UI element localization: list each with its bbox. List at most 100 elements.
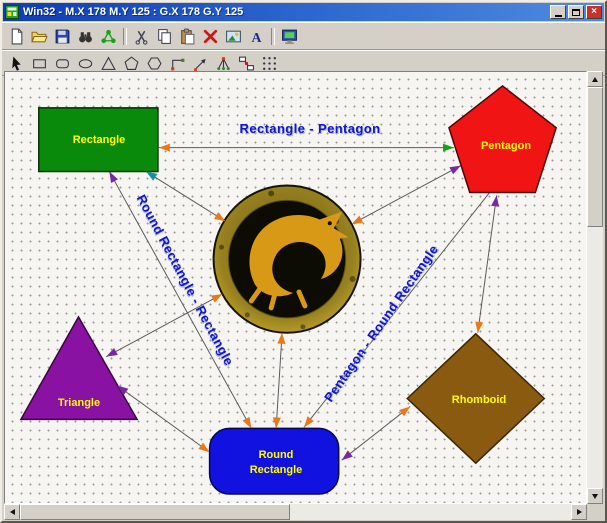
delete-button[interactable] bbox=[199, 26, 222, 47]
triangle-tool-icon bbox=[101, 56, 116, 70]
diagram-svg bbox=[19, 84, 558, 495]
horizontal-scrollbar[interactable] bbox=[4, 504, 587, 520]
picture-icon bbox=[226, 30, 241, 42]
pentagon-tool-button[interactable] bbox=[120, 53, 143, 74]
save-button[interactable] bbox=[51, 26, 74, 47]
horizontal-scroll-thumb[interactable] bbox=[20, 504, 290, 520]
arrowhead-purple bbox=[341, 450, 353, 461]
scroll-right-button[interactable] bbox=[571, 504, 587, 520]
minimize-button[interactable] bbox=[550, 5, 566, 19]
diagram-canvas[interactable]: Rectangle Pentagon Triangle Round Rectan… bbox=[4, 71, 587, 504]
connector-triangle-roundrect[interactable] bbox=[116, 385, 210, 453]
hexagon-tool-icon bbox=[147, 56, 162, 70]
pentagon-tool-icon bbox=[124, 55, 139, 70]
svg-text:A: A bbox=[252, 29, 262, 44]
link-shapes-tool-button[interactable] bbox=[235, 53, 258, 74]
grid-tool-button[interactable] bbox=[258, 53, 281, 74]
connector-rectangle-center[interactable] bbox=[145, 171, 226, 222]
dragon-head bbox=[314, 211, 349, 242]
paste-icon bbox=[181, 28, 195, 44]
arrowhead-orange bbox=[277, 332, 286, 345]
select-arrow-icon bbox=[12, 56, 21, 71]
select-tool-button[interactable] bbox=[5, 53, 28, 74]
ellipse-tool-button[interactable] bbox=[74, 53, 97, 74]
scrollbar-corner bbox=[587, 504, 603, 520]
shape-round-rectangle[interactable] bbox=[208, 427, 340, 495]
rectangle-tool-icon bbox=[33, 58, 46, 68]
find-button[interactable] bbox=[74, 26, 97, 47]
shape-pentagon[interactable] bbox=[448, 84, 558, 194]
shape-rhomboid[interactable] bbox=[406, 332, 546, 465]
connector-branch-icon bbox=[217, 56, 230, 70]
connector-arrow-icon bbox=[194, 58, 206, 71]
rounded-rectangle-tool-button[interactable] bbox=[51, 53, 74, 74]
save-icon bbox=[55, 29, 70, 43]
picture-button[interactable] bbox=[222, 26, 245, 47]
arrowhead-orange bbox=[210, 293, 223, 303]
connector-rhomboid-pentagon[interactable] bbox=[477, 195, 498, 333]
minimize-icon bbox=[554, 14, 562, 17]
arrowhead-purple bbox=[109, 171, 119, 183]
titlebar[interactable]: Win32 - M.X 178 M.Y 125 : G.X 178 G.Y 12… bbox=[3, 3, 604, 21]
connector-pentagon-roundrect[interactable] bbox=[303, 192, 491, 428]
arrowhead-teal bbox=[146, 171, 158, 181]
arrowhead-orange bbox=[475, 321, 484, 333]
arrow-left-icon bbox=[9, 509, 15, 515]
connector-elbow-icon bbox=[171, 58, 185, 70]
grid-tool-icon bbox=[263, 56, 276, 70]
arrowheads bbox=[106, 143, 500, 461]
connector-arrow-tool-button[interactable] bbox=[189, 53, 212, 74]
app-window-button[interactable] bbox=[278, 26, 301, 47]
close-button[interactable]: × bbox=[586, 5, 602, 19]
connector-elbow-tool-button[interactable] bbox=[166, 53, 189, 74]
main-toolbar: A bbox=[2, 22, 605, 50]
cut-button[interactable] bbox=[130, 26, 153, 47]
scroll-left-button[interactable] bbox=[4, 504, 20, 520]
arrowhead-purple bbox=[117, 385, 129, 396]
vertical-scrollbar[interactable] bbox=[587, 71, 603, 504]
connector-center-triangle[interactable] bbox=[106, 293, 223, 358]
arrowhead-purple bbox=[449, 165, 461, 175]
open-folder-button[interactable] bbox=[28, 26, 51, 47]
connector-branch-tool-button[interactable] bbox=[212, 53, 235, 74]
shape-triangle[interactable] bbox=[19, 315, 139, 421]
arrow-right-icon bbox=[576, 509, 582, 515]
ellipse-tool-icon bbox=[78, 58, 93, 68]
link-shapes-icon bbox=[239, 56, 254, 70]
connector-roundrect-rectangle[interactable] bbox=[108, 171, 252, 429]
new-document-button[interactable] bbox=[5, 26, 28, 47]
app-icon bbox=[5, 5, 19, 19]
delete-icon bbox=[203, 29, 218, 43]
arrowhead-orange bbox=[399, 406, 411, 417]
connector-center-roundrect[interactable] bbox=[275, 332, 283, 429]
connector-center-pentagon[interactable] bbox=[351, 165, 462, 225]
scroll-down-button[interactable] bbox=[587, 488, 603, 504]
arrowhead-orange bbox=[303, 416, 314, 428]
share-nodes-icon bbox=[101, 29, 116, 43]
copy-icon bbox=[158, 28, 171, 44]
arrowhead-orange bbox=[214, 212, 226, 222]
dragon-logo-image[interactable] bbox=[212, 184, 362, 334]
hexagon-tool-button[interactable] bbox=[143, 53, 166, 74]
arrowhead-orange bbox=[351, 215, 364, 225]
rectangle-tool-button[interactable] bbox=[28, 53, 51, 74]
share-button[interactable] bbox=[97, 26, 120, 47]
rounded-rectangle-tool-icon bbox=[56, 58, 69, 68]
paste-button[interactable] bbox=[176, 26, 199, 47]
vertical-scroll-thumb[interactable] bbox=[587, 87, 603, 227]
triangle-tool-button[interactable] bbox=[97, 53, 120, 74]
copy-button[interactable] bbox=[153, 26, 176, 47]
arrow-up-icon bbox=[592, 76, 598, 82]
maximize-button[interactable] bbox=[568, 5, 584, 19]
dragon-claws bbox=[248, 284, 308, 311]
work-area: Rectangle Pentagon Triangle Round Rectan… bbox=[4, 71, 603, 520]
arrowhead-purple bbox=[491, 195, 500, 207]
font-button[interactable]: A bbox=[245, 26, 268, 47]
font-icon: A bbox=[252, 29, 262, 44]
shape-rectangle[interactable] bbox=[38, 107, 159, 173]
cut-icon bbox=[135, 30, 148, 45]
scroll-up-button[interactable] bbox=[587, 71, 603, 87]
connector-label-rectangle-pentagon[interactable]: Rectangle - Pentagon bbox=[239, 121, 381, 136]
connector-roundrect-rhomboid[interactable] bbox=[341, 406, 411, 461]
